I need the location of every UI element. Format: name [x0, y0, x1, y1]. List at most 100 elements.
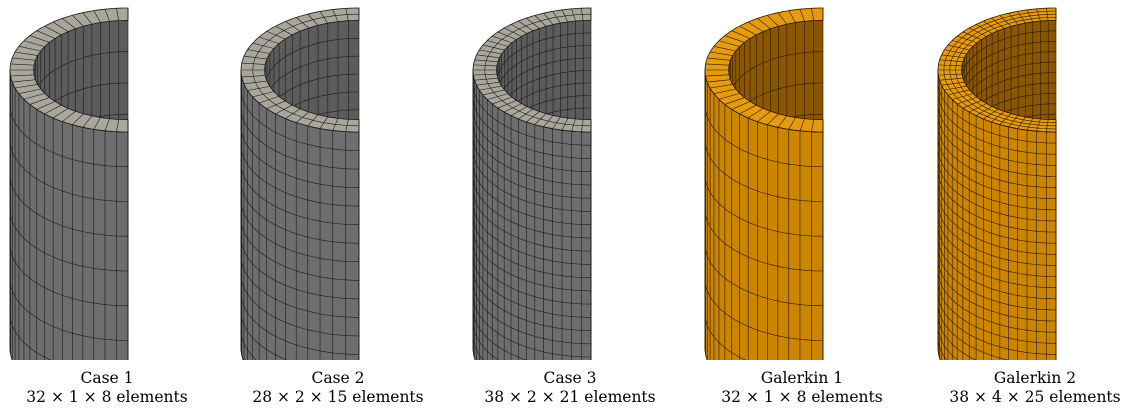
- top-radial-line: [285, 108, 301, 119]
- top-radial-line: [788, 117, 796, 130]
- top-radial-line: [18, 88, 41, 95]
- top-radial-line: [1017, 116, 1026, 129]
- outer-ring-line: [937, 114, 1056, 177]
- top-radial-line: [72, 113, 84, 125]
- inner-ring-line: [961, 30, 1056, 81]
- top-radial-line: [247, 86, 270, 91]
- top-radial-line: [938, 73, 962, 76]
- outer-ring-line: [240, 273, 359, 337]
- top-radial-line: [777, 115, 788, 128]
- outer-ring-line: [472, 109, 591, 172]
- top-radial-line: [474, 59, 498, 63]
- outer-ring-line: [472, 162, 591, 225]
- top-radial-line: [747, 21, 764, 32]
- outer-ring-line: [937, 170, 1056, 233]
- top-radial-line: [82, 115, 93, 128]
- top-radial-line: [938, 64, 962, 67]
- outer-ring-line: [472, 149, 591, 212]
- outer-ring-line: [9, 313, 52, 360]
- outer-ring-line: [472, 228, 592, 292]
- top-radial-line: [258, 36, 280, 44]
- mesh-figure-galerkin-2: [937, 7, 1057, 360]
- outer-ring-line: [937, 192, 1056, 255]
- top-radial-line: [777, 12, 788, 25]
- top-radial-line: [571, 118, 576, 132]
- caption-title: Galerkin 2: [993, 369, 1077, 387]
- mesh-figure-case-1: [9, 7, 129, 360]
- top-radial-line: [811, 119, 815, 132]
- outer-ring-line: [9, 174, 129, 237]
- top-radial-line: [1036, 118, 1041, 132]
- top-radial-line: [999, 113, 1012, 125]
- top-radial-line: [941, 81, 965, 86]
- top-radial-line: [15, 84, 38, 89]
- mesh-figure-case-2: [240, 7, 360, 360]
- caption-case-3: Case 3 38 × 2 × 21 elements: [465, 369, 675, 407]
- inner-ring-line: [264, 37, 359, 88]
- top-radial-line: [999, 15, 1012, 27]
- outer-ring-line: [240, 218, 359, 281]
- outer-ring-line: [937, 147, 1056, 211]
- top-radial-line: [62, 111, 76, 122]
- top-radial-line: [941, 54, 965, 59]
- top-radial-line: [1045, 8, 1049, 21]
- mesh-panel-galerkin-2: Galerkin 2 38 × 4 × 25 elements: [930, 0, 1140, 414]
- caption-title: Case 1: [80, 369, 134, 387]
- top-radial-line: [944, 49, 967, 55]
- top-radial-line: [504, 103, 522, 113]
- top-radial-line: [104, 118, 110, 131]
- top-radial-line: [952, 40, 974, 47]
- outer-ring-line: [937, 181, 1056, 244]
- top-radial-line: [23, 40, 45, 47]
- top-radial-line: [518, 108, 534, 120]
- outer-ring-line: [704, 174, 824, 237]
- mesh-figure-galerkin-1: [704, 7, 824, 360]
- top-radial-line: [307, 13, 319, 26]
- outer-ring-line: [937, 225, 1056, 289]
- outer-ring-line: [9, 104, 129, 168]
- outer-ring-line: [937, 136, 1056, 199]
- outer-ring-line: [240, 144, 359, 207]
- top-radial-line: [707, 79, 731, 83]
- top-radial-line: [332, 9, 339, 22]
- top-radial-line: [44, 104, 62, 115]
- outer-ring-line: [937, 247, 1056, 311]
- top-radial-line: [492, 96, 513, 105]
- inner-ring-line: [961, 40, 1057, 91]
- outer-ring-line: [937, 270, 1057, 333]
- top-radial-line: [969, 103, 987, 113]
- mesh-panel-case-3: Case 3 38 × 2 × 21 elements: [465, 0, 675, 414]
- outer-ring-line: [472, 202, 591, 265]
- top-radial-line: [473, 73, 497, 76]
- top-radial-line: [93, 117, 101, 130]
- outer-ring-line: [472, 123, 592, 186]
- outer-ring-line: [472, 189, 591, 252]
- top-radial-line: [947, 44, 970, 51]
- outer-ring-line: [472, 215, 591, 278]
- top-radial-line: [1036, 8, 1041, 22]
- top-radial-line: [939, 59, 963, 63]
- top-radial-line: [518, 20, 534, 32]
- top-radial-line: [241, 62, 266, 65]
- top-radial-line: [580, 8, 584, 21]
- top-radial-line: [241, 75, 266, 78]
- top-radial-line: [767, 113, 779, 125]
- top-radial-line: [252, 42, 275, 49]
- outer-ring-line: [937, 314, 977, 360]
- top-radial-line: [1017, 11, 1026, 24]
- top-radial-line: [275, 104, 293, 115]
- outer-ring-line: [937, 281, 1056, 344]
- top-radial-line: [72, 15, 84, 27]
- top-radial-line: [319, 11, 329, 24]
- top-radial-line: [1045, 119, 1049, 132]
- top-radial-line: [296, 111, 309, 123]
- outer-ring-line: [472, 321, 499, 360]
- outer-ring-line: [937, 259, 1056, 322]
- top-radial-line: [975, 24, 993, 34]
- outer-ring-line: [472, 268, 591, 331]
- outer-ring-line: [240, 88, 359, 151]
- top-radial-line: [534, 15, 547, 27]
- top-radial-line: [487, 93, 509, 100]
- outer-ring-line: [472, 175, 591, 239]
- top-radial-line: [957, 35, 978, 44]
